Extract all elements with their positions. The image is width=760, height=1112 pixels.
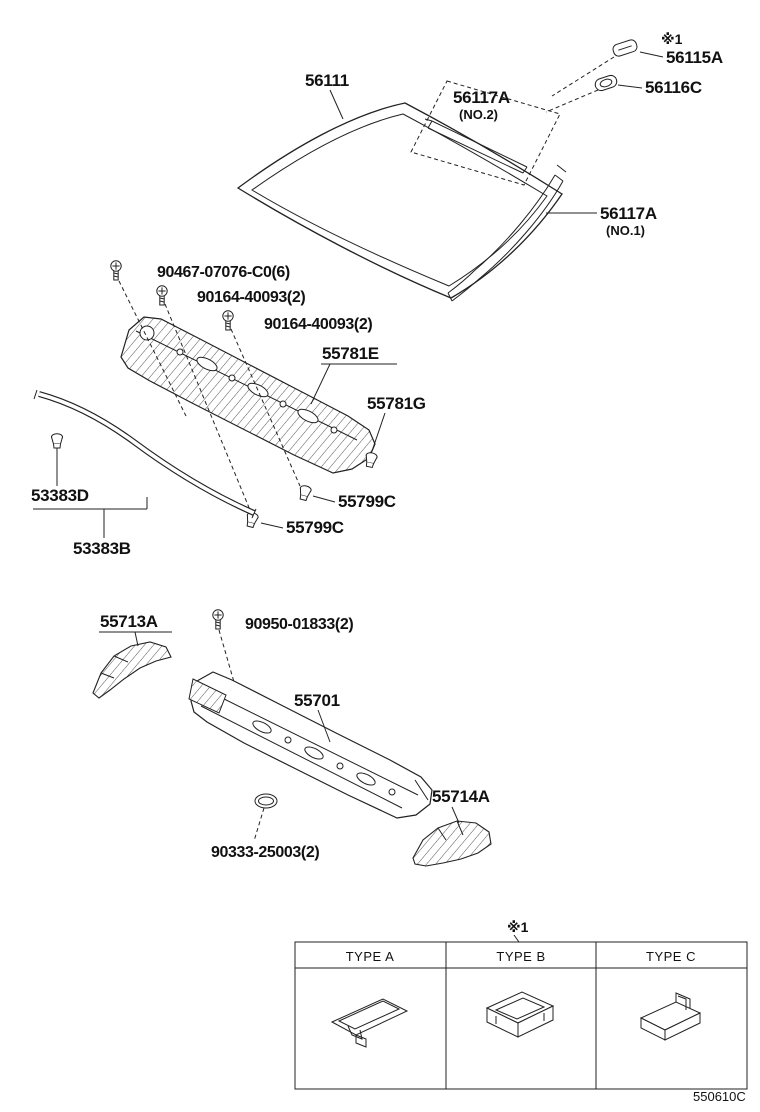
label-55713a: 55713A [100,612,158,631]
label-55781g: 55781G [367,394,426,413]
label-55781e: 55781E [322,344,379,363]
label-55701: 55701 [294,691,340,710]
clip-53383d-icon [51,433,63,449]
label-90467-07076-c0: 90467-07076-C0(6) [157,264,290,281]
windshield-glass-56111 [236,102,563,299]
label-90164-40093-b: 90164-40093(2) [264,316,372,333]
document-code: 550610C [693,1089,746,1104]
ref-mark-table: ※1 [507,919,529,935]
label-53383b: 53383B [73,539,131,558]
label-56117a-no1-note: (NO.1) [606,223,645,238]
o-ring-90333-icon [254,793,278,809]
table-header-type-b: TYPE B [496,949,545,964]
label-56115a: 56115A [666,48,723,67]
label-56117a-no1: 56117A [600,204,657,223]
clip-56115a [612,39,638,57]
label-55799c-b: 55799C [286,518,344,537]
screw-90164-a-icon [156,285,168,306]
moulding-56117a-no1 [447,164,567,302]
screw-90164-b-icon [222,310,234,331]
leader-lines [33,51,664,943]
grommet-55799c-a-icon [297,484,313,502]
hood-seal-53383b [33,389,257,519]
label-55799c-a: 55799C [338,492,396,511]
bracket-55714a [412,820,492,867]
label-53383d: 53383D [31,486,89,505]
type-c-clip-drawing [639,992,702,1041]
cowl-top-panel-55781e [120,316,376,474]
screw-90467-icon [110,260,122,281]
label-56116c: 56116C [645,78,702,97]
table-header-type-c: TYPE C [646,949,696,964]
ref-mark-top: ※1 [661,31,683,47]
label-56117a-no2: 56117A [453,88,510,107]
type-b-clip-drawing [485,991,555,1038]
label-90164-40093-a: 90164-40093(2) [197,289,305,306]
cowl-panel-55701 [188,671,433,819]
screw-90950-icon [212,609,224,630]
bracket-55713a [92,641,172,699]
label-90950-01833: 90950-01833(2) [245,616,353,633]
moulding-56117a-no2 [424,118,528,174]
label-90333-25003: 90333-25003(2) [211,844,319,861]
label-56111: 56111 [305,71,349,90]
moulding-no2-dashed-box [410,80,561,186]
type-a-clip-drawing [330,998,409,1048]
table-header-type-a: TYPE A [346,949,395,964]
clip-56116c [594,74,618,92]
label-56117a-no2-note: (NO.2) [459,107,498,122]
label-55714a: 55714A [432,787,490,806]
